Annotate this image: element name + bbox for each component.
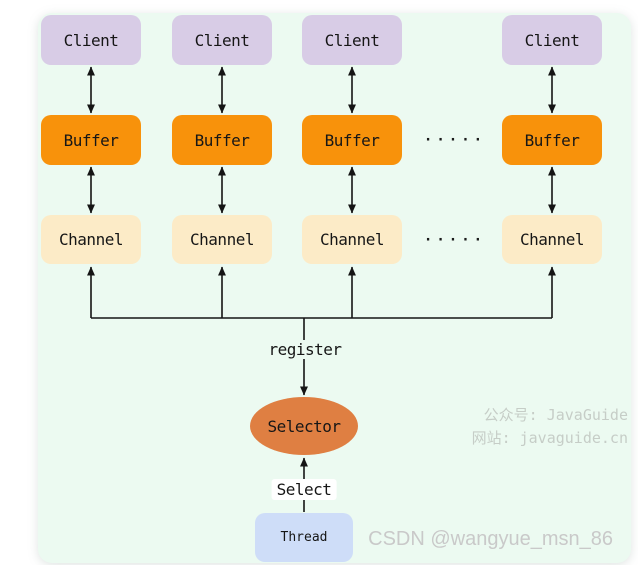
select-label: Select bbox=[271, 479, 337, 500]
buffer-box-2: Buffer bbox=[172, 115, 272, 165]
ellipsis-buffer-row: ····· bbox=[423, 132, 487, 148]
channel-box-1: Channel bbox=[41, 215, 141, 264]
watermark-wechat: 公众号: JavaGuide bbox=[483, 406, 628, 424]
channel-box-4: Channel bbox=[502, 215, 602, 264]
client-box-4: Client bbox=[502, 15, 602, 65]
client-box-3: Client bbox=[302, 15, 402, 65]
buffer-box-1: Buffer bbox=[41, 115, 141, 165]
channel-box-3: Channel bbox=[302, 215, 402, 264]
client-box-1: Client bbox=[41, 15, 141, 65]
diagram-panel bbox=[38, 13, 631, 563]
buffer-box-4: Buffer bbox=[502, 115, 602, 165]
thread-box: Thread bbox=[255, 513, 353, 562]
buffer-box-3: Buffer bbox=[302, 115, 402, 165]
watermark-site: 网站: javaguide.cn bbox=[471, 429, 628, 447]
watermark-csdn: CSDN @wangyue_msn_86 bbox=[368, 528, 613, 550]
ellipsis-channel-row: ····· bbox=[423, 232, 487, 248]
client-box-2: Client bbox=[172, 15, 272, 65]
selector-ellipse: Selector bbox=[250, 397, 358, 455]
channel-box-2: Channel bbox=[172, 215, 272, 264]
register-label: register bbox=[265, 340, 345, 359]
